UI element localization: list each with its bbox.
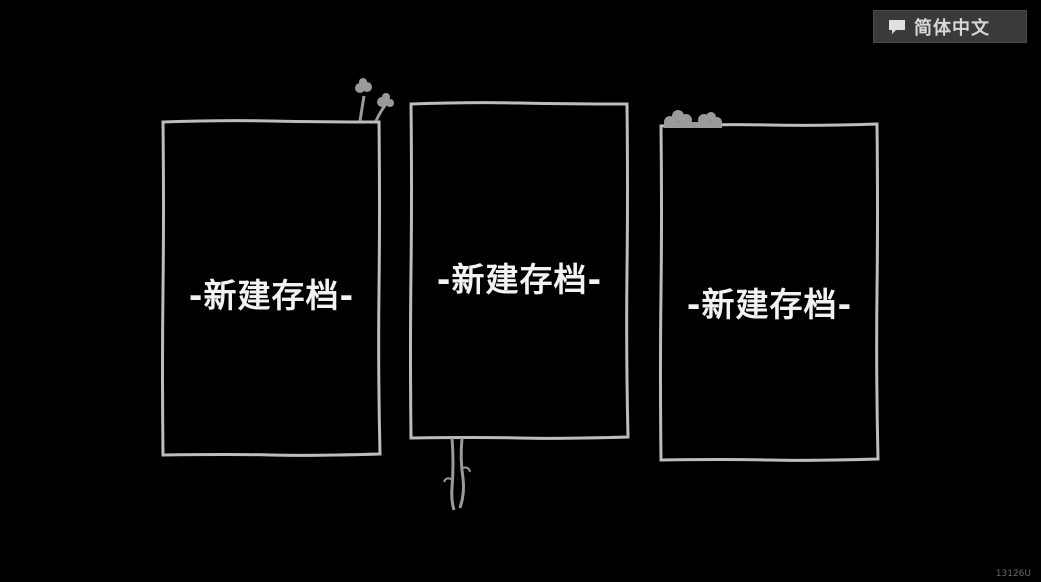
language-selector-button[interactable]: 简体中文 [873, 10, 1027, 43]
sprout-decoration [355, 78, 394, 122]
language-label: 简体中文 [914, 17, 990, 39]
slot-label: -新建存档- [436, 260, 603, 299]
save-slot-frame [409, 101, 630, 440]
save-slot-frame [161, 119, 382, 457]
slot-label: -新建存档- [686, 285, 853, 324]
root-decoration [443, 437, 471, 511]
save-slot-1[interactable]: -新建存档- [161, 119, 382, 458]
save-slot-frame [659, 122, 880, 462]
save-slot-2[interactable]: -新建存档- [409, 101, 630, 441]
build-id-label: 13126U [995, 569, 1031, 579]
speech-bubble-icon [888, 18, 906, 36]
save-slot-3[interactable]: -新建存档- [659, 122, 880, 463]
moss-decoration [664, 110, 722, 128]
slot-label: -新建存档- [188, 276, 355, 315]
